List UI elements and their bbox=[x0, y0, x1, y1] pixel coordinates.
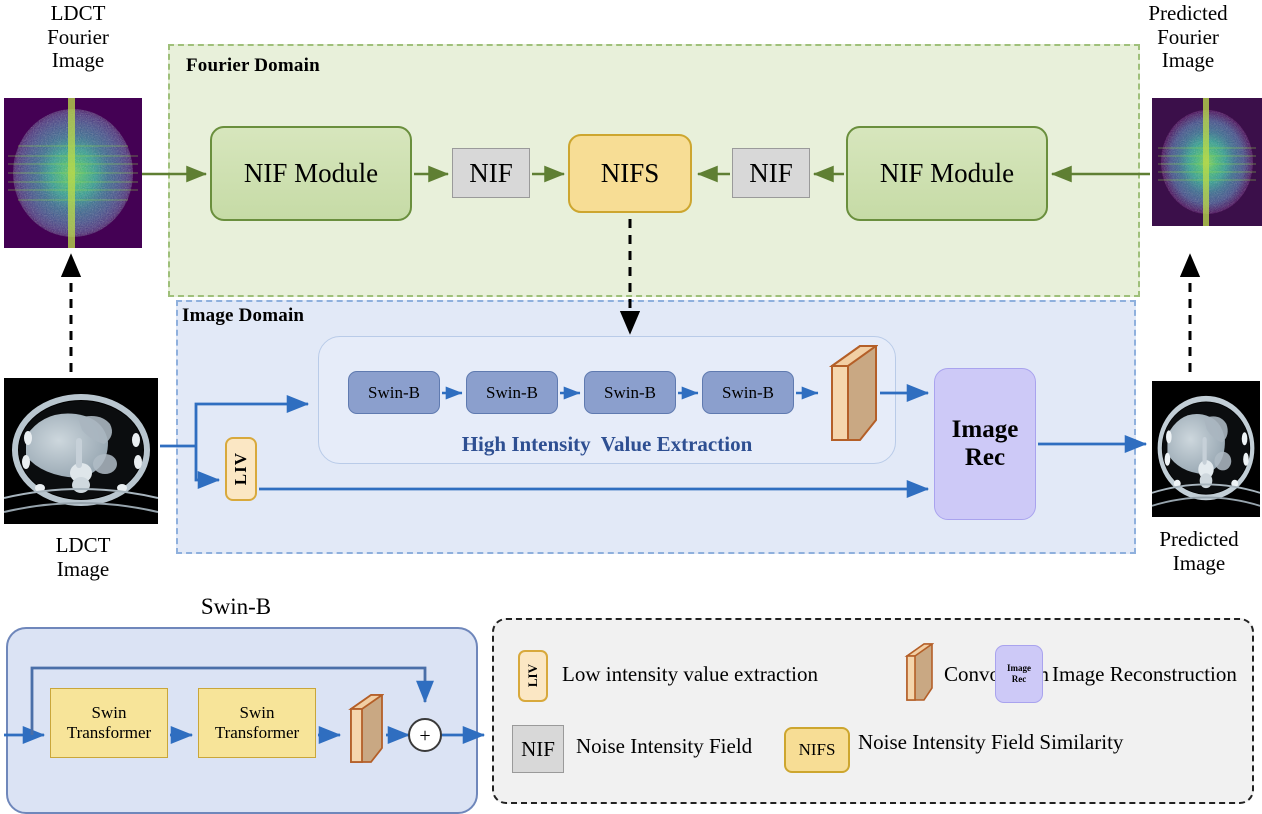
swin-transformer-block-1[interactable]: Swin Transformer bbox=[50, 688, 168, 758]
nif-icon: NIF bbox=[512, 725, 564, 773]
swin-transformer-label-line2: Transformer bbox=[66, 723, 152, 742]
ldct-fourier-thumbnail bbox=[4, 98, 142, 248]
nif-module-right-label: NIF Module bbox=[879, 158, 1015, 189]
caption-line: LDCT bbox=[50, 1, 106, 25]
predicted-image-thumbnail bbox=[1152, 381, 1260, 517]
image-rec-icon-label-line1: Image bbox=[1007, 662, 1031, 673]
nif-module-left-label: NIF Module bbox=[243, 158, 379, 189]
convolution-icon bbox=[342, 692, 384, 767]
image-rec-label-line1: Image bbox=[951, 416, 1019, 443]
nif-chip-left-label: NIF bbox=[469, 157, 513, 188]
image-rec-icon-label-line2: Rec bbox=[1011, 674, 1027, 684]
swin-transformer-label-line1: Swin bbox=[91, 703, 127, 723]
liv-icon-label: LIV bbox=[525, 664, 540, 688]
image-domain-title: Image Domain bbox=[182, 305, 305, 326]
convolution-icon bbox=[900, 642, 934, 704]
image-rec-box[interactable]: Image Rec bbox=[934, 368, 1036, 520]
caption-line: LDCT bbox=[55, 533, 111, 557]
arrow-branch-to-liv bbox=[194, 446, 221, 489]
swin-b-detail-arrows-layer: + bbox=[4, 666, 486, 752]
swin-b-label: Swin-B bbox=[722, 382, 774, 402]
adder-symbol: + bbox=[419, 725, 430, 747]
legend-label-nif: Noise Intensity Field bbox=[576, 734, 753, 758]
ldct-fourier-caption: LDCT Fourier Image bbox=[8, 1, 148, 73]
nif-icon-label: NIF bbox=[521, 736, 555, 761]
ldct-image-caption: LDCT Image bbox=[8, 533, 158, 581]
adder-circle bbox=[408, 718, 442, 752]
swin-b-block-2[interactable]: Swin-B bbox=[466, 371, 558, 414]
liv-box[interactable]: LIV bbox=[225, 437, 257, 501]
residual-skip-connection bbox=[30, 666, 434, 735]
swin-b-label: Swin-B bbox=[368, 382, 420, 402]
convolution-icon bbox=[820, 342, 878, 447]
legend-box bbox=[492, 618, 1254, 804]
swin-b-block-4[interactable]: Swin-B bbox=[702, 371, 794, 414]
high-intensity-value-extraction-label: High Intensity Value Extraction bbox=[461, 432, 753, 456]
caption-line: Image bbox=[1161, 48, 1215, 73]
nif-chip-right[interactable]: NIF bbox=[732, 148, 810, 198]
caption-line: Image bbox=[1172, 550, 1226, 575]
nifs-box[interactable]: NIFS bbox=[568, 134, 692, 213]
legend-label-nifs: Noise Intensity Field Similarity bbox=[858, 730, 1124, 754]
nif-chip-left[interactable]: NIF bbox=[452, 148, 530, 198]
fourier-domain-title: Fourier Domain bbox=[186, 55, 320, 76]
nifs-icon-label: NIFS bbox=[798, 740, 836, 759]
nifs-icon: NIFS bbox=[784, 727, 850, 773]
caption-line: Image bbox=[56, 556, 110, 581]
predicted-fourier-caption: Predicted Fourier Image bbox=[1118, 1, 1258, 73]
swin-b-label: Swin-B bbox=[486, 382, 538, 402]
nif-chip-right-label: NIF bbox=[749, 157, 793, 188]
legend-label-liv: Low intensity value extraction bbox=[562, 662, 819, 686]
caption-line: Image bbox=[51, 48, 105, 73]
caption-line: Fourier bbox=[47, 24, 109, 49]
swin-transformer-label-line2: Transformer bbox=[214, 723, 300, 742]
swin-b-label: Swin-B bbox=[604, 382, 656, 402]
swin-transformer-block-2[interactable]: Swin Transformer bbox=[198, 688, 316, 758]
liv-icon: LIV bbox=[518, 650, 548, 702]
arrow-branch-to-hive bbox=[194, 395, 310, 446]
legend-label-image-reconstruction: Image Reconstruction bbox=[1052, 662, 1237, 686]
image-rec-icon: Image Rec bbox=[995, 645, 1043, 703]
ldct-image-thumbnail bbox=[4, 378, 158, 524]
image-rec-label-line2: Rec bbox=[964, 444, 1006, 471]
swin-b-block-3[interactable]: Swin-B bbox=[584, 371, 676, 414]
image-domain-arrows-layer bbox=[160, 384, 1148, 498]
nif-module-right[interactable]: NIF Module bbox=[846, 126, 1048, 221]
nif-module-left[interactable]: NIF Module bbox=[210, 126, 412, 221]
fourier-arrows-layer bbox=[60, 165, 1201, 372]
nifs-label: NIFS bbox=[600, 158, 660, 189]
swin-b-block-1[interactable]: Swin-B bbox=[348, 371, 440, 414]
swin-transformer-label-line1: Swin bbox=[239, 703, 275, 723]
predicted-image-caption: Predicted Image bbox=[1136, 527, 1262, 575]
predicted-fourier-thumbnail bbox=[1152, 98, 1262, 226]
caption-line: Predicted bbox=[1148, 1, 1228, 25]
swin-b-detail-title: Swin-B bbox=[200, 594, 272, 619]
caption-line: Fourier bbox=[1157, 24, 1219, 49]
caption-line: Predicted bbox=[1159, 527, 1239, 551]
